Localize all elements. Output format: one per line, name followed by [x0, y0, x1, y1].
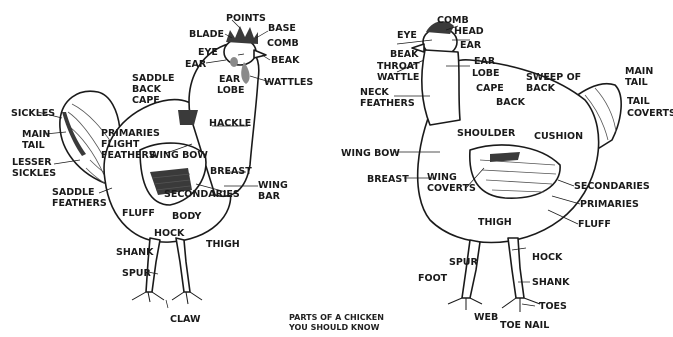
label-wattles: WATTLES: [264, 77, 313, 88]
label-saddle-feathers-2: FEATHERS: [52, 198, 107, 209]
label-hen-secondaries: SECONDARIES: [574, 181, 650, 192]
label-hen-hock: HOCK: [532, 252, 563, 263]
label-hen-main-tail-2: TAIL: [625, 77, 648, 88]
hen-illustration: [412, 21, 621, 312]
label-hen-ear-lobe-2: LOBE: [472, 68, 500, 79]
label-main-tail-1: MAIN: [22, 129, 50, 140]
label-fluff: FLUFF: [122, 208, 155, 219]
caption-line-1: PARTS OF A CHICKEN: [289, 313, 384, 322]
label-hen-toe-nail: TOE NAIL: [500, 320, 549, 331]
label-hen-comb: COMB: [437, 15, 469, 26]
label-saddle-2: BACK: [132, 84, 162, 95]
label-hackle: HACKLE: [209, 118, 251, 129]
label-hen-web: WEB: [474, 312, 498, 323]
rooster-illustration: [60, 26, 266, 304]
label-hen-spur: SPUR: [449, 257, 479, 268]
label-beak: BEAK: [271, 55, 300, 66]
label-hen-foot: FOOT: [418, 273, 448, 284]
label-hen-tail-coverts-1: TAIL: [627, 96, 650, 107]
label-hen-fluff: FLUFF: [578, 219, 611, 230]
label-hen-back: BACK: [496, 97, 526, 108]
label-wing-bar-1: WING: [258, 180, 288, 191]
label-lesser-sickles-2: SICKLES: [12, 168, 56, 179]
label-hen-neck-1: NECK: [360, 87, 389, 98]
label-secondaries: SECONDARIES: [164, 189, 240, 200]
label-body: BODY: [172, 211, 202, 222]
label-lesser-sickles-1: LESSER: [12, 157, 52, 168]
label-hen-ear-lobe-1: EAR: [474, 56, 496, 67]
label-hen-breast: BREAST: [367, 174, 409, 185]
label-claw: CLAW: [170, 314, 201, 325]
label-saddle-1: SADDLE: [132, 73, 175, 84]
label-wing-bar-2: BAR: [258, 191, 281, 202]
label-ear: EAR: [185, 59, 207, 70]
caption-line-2: YOU SHOULD KNOW: [288, 323, 380, 332]
label-hen-sweep-1: SWEEP OF: [526, 72, 581, 83]
label-thigh: THIGH: [206, 239, 240, 250]
label-primaries-1: PRIMARIES: [101, 128, 160, 139]
label-spur: SPUR: [122, 268, 152, 279]
label-hen-wing-bow: WING BOW: [341, 148, 400, 159]
label-hen-wing-coverts-2: COVERTS: [427, 183, 476, 194]
label-hen-tail-coverts-2: COVERTS: [627, 108, 673, 119]
label-hen-throat-1: THROAT: [377, 61, 420, 72]
label-hen-eye: EYE: [397, 30, 417, 41]
label-hen-head: HEAD: [454, 26, 484, 37]
label-wing-bow: WING BOW: [149, 150, 208, 161]
label-base: BASE: [268, 23, 296, 34]
label-hen-thigh: THIGH: [478, 217, 512, 228]
label-hen-shank: SHANK: [532, 277, 570, 288]
label-saddle-3: CAPE: [132, 95, 160, 106]
label-blade: BLADE: [189, 29, 224, 40]
label-hen-neck-2: FEATHERS: [360, 98, 415, 109]
label-ear-lobe-2: LOBE: [217, 85, 245, 96]
label-ear-lobe-1: EAR: [219, 74, 241, 85]
label-hen-throat-2: WATTLE: [377, 72, 419, 83]
label-hen-shoulder: SHOULDER: [457, 128, 516, 139]
label-hock: HOCK: [154, 228, 185, 239]
label-hen-cushion: CUSHION: [534, 131, 583, 142]
label-hen-ear: EAR: [460, 40, 482, 51]
label-shank: SHANK: [116, 247, 154, 258]
label-hen-wing-coverts-1: WING: [427, 172, 457, 183]
label-hen-main-tail-1: MAIN: [625, 66, 653, 77]
caption: PARTS OF A CHICKEN YOU SHOULD KNOW: [288, 313, 384, 332]
label-hen-sweep-2: BACK: [526, 83, 556, 94]
label-hen-cape: CAPE: [476, 83, 504, 94]
label-points: POINTS: [226, 13, 266, 24]
label-saddle-feathers-1: SADDLE: [52, 187, 95, 198]
label-hen-beak: BEAK: [390, 49, 419, 60]
label-sickles: SICKLES: [11, 108, 55, 119]
label-breast: BREAST: [210, 166, 252, 177]
label-main-tail-2: TAIL: [22, 140, 45, 151]
label-hen-primaries: PRIMARIES: [580, 199, 639, 210]
label-primaries-2: FLIGHT: [101, 139, 140, 150]
label-comb: COMB: [267, 38, 299, 49]
label-primaries-3: FEATHERS: [101, 150, 156, 161]
label-hen-toes: TOES: [539, 301, 567, 312]
label-eye: EYE: [198, 47, 218, 58]
